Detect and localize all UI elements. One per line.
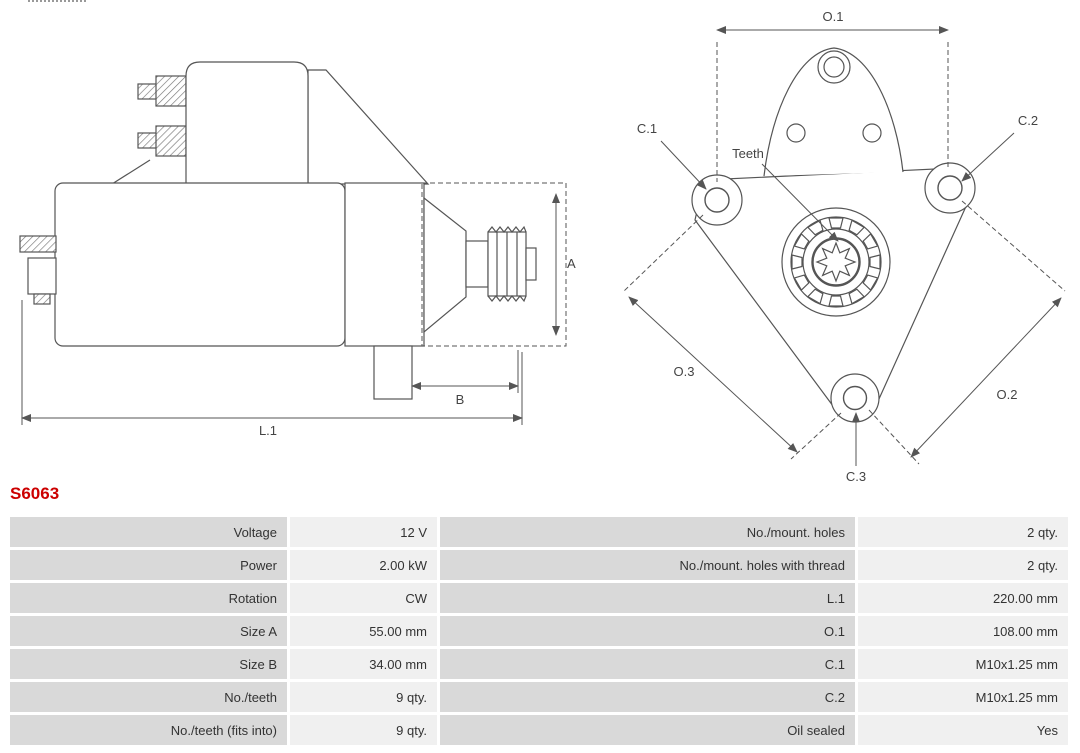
- spec-label: Voltage: [10, 517, 287, 547]
- dim-line-o2: [910, 297, 1062, 458]
- spec-value: CW: [290, 583, 437, 613]
- part-number: S6063: [10, 484, 60, 503]
- spec-label: No./mount. holes with thread: [440, 550, 855, 580]
- leader-c1: [660, 140, 707, 190]
- spec-label: C.1: [440, 649, 855, 679]
- page-edge-artifact: [28, 0, 86, 5]
- dim-label-o3: O.3: [674, 364, 695, 379]
- spec-value: 2 qty.: [858, 517, 1068, 547]
- spec-value: 12 V: [290, 517, 437, 547]
- shaft-collar: [465, 240, 489, 288]
- arch-bolt-right: [862, 123, 882, 143]
- spec-value: 34.00 mm: [290, 649, 437, 679]
- spec-label: O.1: [440, 616, 855, 646]
- dim-label-c3: C.3: [846, 469, 866, 484]
- spec-value: 9 qty.: [290, 715, 437, 745]
- drive-cone: [423, 196, 467, 334]
- arch-bolt-left: [786, 123, 806, 143]
- top-arch-outline: [763, 47, 904, 177]
- technical-drawing: A B L.1: [19, 9, 1066, 484]
- spec-value: 9 qty.: [290, 682, 437, 712]
- solenoid: [185, 61, 309, 187]
- dim-label-c1: C.1: [637, 121, 657, 136]
- spec-value: 55.00 mm: [290, 616, 437, 646]
- leader-c2: [961, 132, 1015, 182]
- dim-label-b: B: [456, 392, 465, 407]
- spec-label: No./teeth (fits into): [10, 715, 287, 745]
- yoke: [307, 69, 430, 185]
- spec-label: No./mount. holes: [440, 517, 855, 547]
- spec-value: 2.00 kW: [290, 550, 437, 580]
- spec-value: M10x1.25 mm: [858, 682, 1068, 712]
- spec-label: Oil sealed: [440, 715, 855, 745]
- top-arch: [764, 48, 903, 176]
- spec-table: Voltage 12 V No./mount. holes 2 qty. Pow…: [10, 517, 1068, 745]
- spec-label: L.1: [440, 583, 855, 613]
- front-view-dimensions: [623, 26, 1066, 466]
- mounting-foot: [373, 345, 413, 400]
- solenoid-terminals: [137, 75, 187, 157]
- spec-label: Size A: [10, 616, 287, 646]
- side-view-dimensions: [21, 182, 567, 425]
- hole-c2: [937, 175, 963, 201]
- dim-label-o1: O.1: [823, 9, 844, 24]
- motor-body: [54, 182, 346, 347]
- spec-label: No./teeth: [10, 682, 287, 712]
- spec-value: 108.00 mm: [858, 616, 1068, 646]
- spec-value: 2 qty.: [858, 550, 1068, 580]
- dim-label-teeth: Teeth: [732, 146, 764, 161]
- pinion-front: [781, 207, 891, 317]
- pinion-gear: [487, 225, 537, 303]
- front-view-drawing: [691, 47, 976, 423]
- rear-tabs: [19, 235, 57, 305]
- dim-label-l1: L.1: [259, 423, 277, 438]
- hole-c1: [704, 187, 730, 213]
- dim-label-a: A: [567, 256, 576, 271]
- spec-label: Rotation: [10, 583, 287, 613]
- dim-line-o3: [628, 296, 798, 453]
- solenoid-wire: [111, 159, 151, 185]
- spec-label: Size B: [10, 649, 287, 679]
- leader-teeth: [761, 163, 839, 242]
- spec-label: Power: [10, 550, 287, 580]
- hole-c3: [842, 385, 868, 411]
- spec-value: M10x1.25 mm: [858, 649, 1068, 679]
- spec-value: 220.00 mm: [858, 583, 1068, 613]
- top-hole: [823, 56, 845, 78]
- spec-value: Yes: [858, 715, 1068, 745]
- side-view-drawing: [19, 61, 537, 400]
- dim-label-c2: C.2: [1018, 113, 1038, 128]
- spec-label: C.2: [440, 682, 855, 712]
- dashed-envelope: [421, 182, 567, 347]
- drive-bracket: [344, 182, 425, 347]
- dim-label-o2: O.2: [997, 387, 1018, 402]
